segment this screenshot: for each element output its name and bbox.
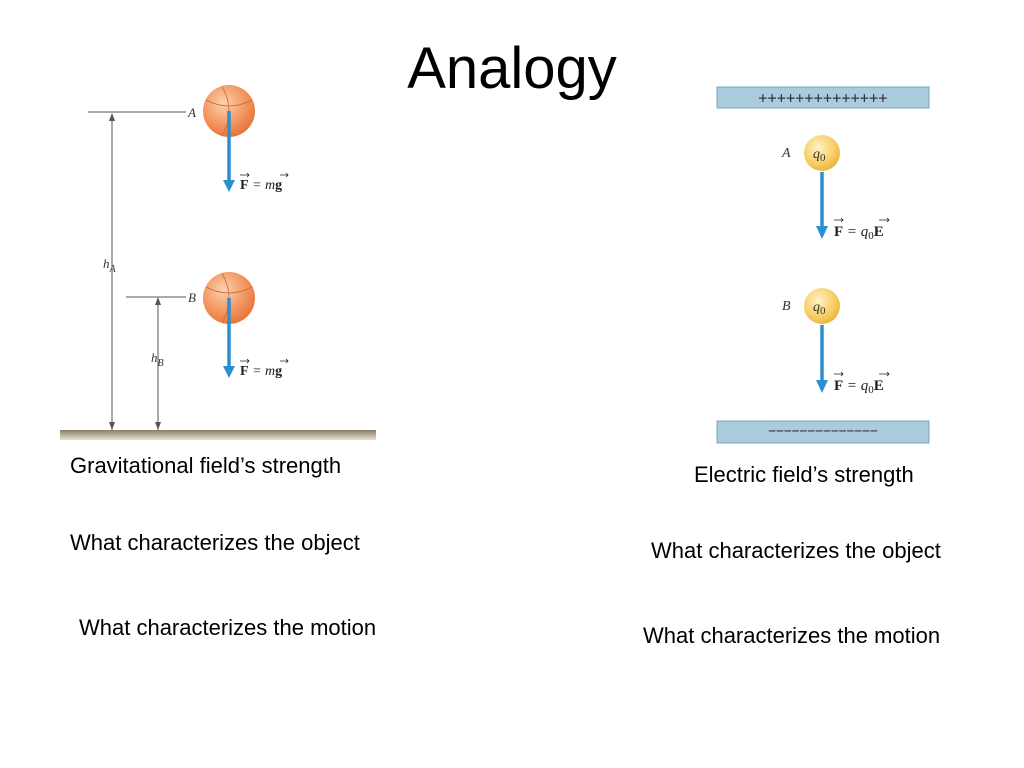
charge-point-a-label: A — [781, 146, 791, 161]
caption-electric-field: Electric field’s strength — [694, 462, 914, 487]
force-label-a: F = mg — [240, 172, 289, 193]
ground — [60, 430, 376, 440]
svg-text:F = q0E: F = q0E — [834, 224, 884, 242]
caption-left-motion: What characterizes the motion — [79, 615, 377, 640]
svg-text:F = q0E: F = q0E — [834, 378, 884, 396]
svg-text:F = mg: F = mg — [240, 178, 282, 193]
caption-gravitational-field: Gravitational field’s strength — [70, 453, 342, 478]
point-a-label: A — [187, 105, 196, 120]
caption-right-object: What characterizes the object — [651, 538, 941, 563]
electric-force-label-b: F = q0E — [834, 371, 890, 396]
charge-b-label: q0 — [813, 300, 826, 317]
height-b-label: hB — [151, 350, 164, 369]
positive-plate-signs: ++++++++++++++ — [758, 89, 887, 107]
negative-plate-signs: −−−−−−−−−−−−−− — [768, 424, 878, 439]
charge-point-b-label: B — [782, 299, 791, 314]
point-b-label: B — [188, 290, 196, 305]
caption-left-object: What characterizes the object — [70, 530, 360, 555]
charge-b — [804, 288, 840, 324]
positive-plate — [716, 86, 930, 109]
force-label-b: F = mg — [240, 358, 289, 379]
caption-right-motion: What characterizes the motion — [643, 623, 941, 648]
charge-a — [804, 135, 840, 171]
negative-plate — [716, 420, 930, 444]
electric-force-label-a: F = q0E — [834, 217, 890, 242]
svg-text:F = mg: F = mg — [240, 364, 282, 379]
charge-a-label: q0 — [813, 147, 826, 164]
slide-title: Analogy — [407, 36, 617, 101]
height-a-label: hA — [103, 256, 117, 275]
